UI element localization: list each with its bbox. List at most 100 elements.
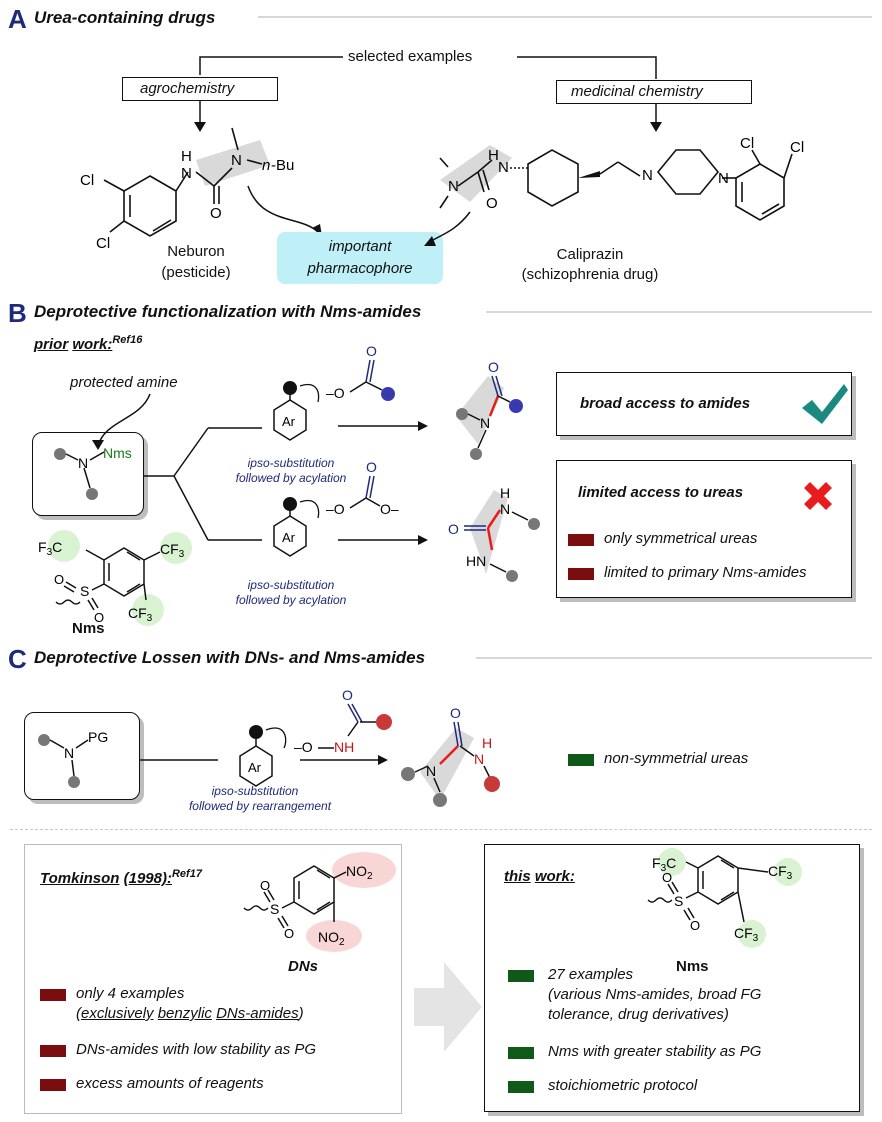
svg-text:–O: –O [326,385,345,401]
neuron-n2-label: N [231,152,242,169]
svg-text:O: O [662,870,672,885]
prior-work-label: prior work:Ref16 [34,334,143,353]
neuron-n-italic: n [262,157,270,174]
ipso1-line2: followed by acylation [235,471,347,485]
svg-text:NH: NH [334,739,354,755]
section-c-rule [476,657,872,659]
svg-text:NO2: NO2 [346,863,373,882]
tomk-bullet-2: DNs-amides with low stability as PG [76,1041,317,1058]
svg-text:O: O [486,195,498,212]
limited-bullet-2: limited to primary Nms-amides [604,564,807,581]
svg-text:O: O [366,459,377,475]
caliprazin-name: Caliprazin [556,246,624,263]
arrow-right-icon [414,962,482,1052]
this-bullet-2: Nms with greater stability as PG [548,1043,762,1060]
svg-text:O–: O– [380,501,399,517]
svg-text:O: O [342,687,353,703]
this-work-box [484,844,860,1112]
svg-text:HN: HN [466,553,486,569]
section-a-letter: A [8,4,27,34]
tomk-bullet-3: excess amounts of reagents [76,1075,264,1092]
svg-text:–O: –O [294,739,313,755]
svg-text:O: O [260,878,270,893]
neuron-bu-label: -Bu [271,157,294,174]
protected-amine-label: protected amine [70,374,178,391]
ipso2-line2: followed by acylation [235,593,347,607]
svg-text:O: O [366,343,377,359]
agrochemistry-label: agrochemistry [140,80,235,97]
section-b-letter: B [8,298,27,328]
svg-text:CF3: CF3 [160,541,185,560]
this-bullet-3: stoichiometric protocol [548,1077,698,1094]
svg-text:S: S [80,583,89,599]
svg-text:O: O [284,926,294,941]
dns-structure: NO2 NO2 S O O [243,852,396,952]
ipso2-line1: ipso-substitution [247,578,335,592]
bullet-icon [568,534,594,546]
pharmacophore-line2: pharmacophore [307,260,413,277]
section-b-rule [486,311,872,313]
svg-text:Ar: Ar [282,530,296,545]
svg-text:O: O [448,521,459,537]
divider-dashed [10,829,872,830]
svg-text:N: N [426,763,436,779]
limited-access-label: limited access to ureas [578,484,744,501]
svg-text:CF3: CF3 [128,605,153,624]
svg-text:N: N [448,178,459,195]
this-work-label: this work: [504,868,575,885]
svg-text:O: O [94,610,104,625]
svg-text:N: N [642,167,653,184]
bullet-icon [508,1081,534,1093]
pg-amine-box [24,712,140,800]
neuron-cl1-label: Cl [80,172,94,189]
svg-text:F3C: F3C [38,539,62,558]
nms-label-b: Nms [72,620,105,637]
this-bullet-1: 27 examples [548,966,634,983]
svg-text:Ar: Ar [282,414,296,429]
svg-text:–O: –O [326,501,345,517]
bullet-icon [508,970,534,982]
svg-text:CF3: CF3 [768,863,793,882]
section-c-title: Deprotective Lossen with DNs- and Nms-am… [34,648,426,667]
bullet-icon [40,1079,66,1091]
selected-examples-label: selected examples [348,48,473,65]
svg-text:N: N [64,745,74,761]
nms-structure-c: F3C CF3 CF3 S O O [647,848,802,948]
svg-text:S: S [270,901,279,917]
section-b-title: Deprotective functionalization with Nms-… [34,302,422,321]
nonsymmetrical-label: non-symmetrial ureas [604,750,749,767]
medicinal-chemistry-label: medicinal chemistry [571,83,703,100]
limited-access-box [556,460,852,598]
svg-text:H: H [482,735,492,751]
svg-text:N: N [474,751,484,767]
bullet-icon [40,989,66,1001]
svg-text:N: N [498,159,509,176]
bullet-icon [40,1045,66,1057]
ipso-c-line2: followed by rearrangement [188,799,332,813]
neuron-h-label: H [181,148,192,165]
svg-text:PG: PG [88,729,108,745]
section-a-diagram: H N N O n -Bu Cl Cl H N N O N N N Cl Cl [80,56,804,284]
medicinal-chemistry-box [556,80,752,104]
svg-text:Ar: Ar [248,760,262,775]
svg-text:CF3: CF3 [734,925,759,944]
svg-text:O: O [54,572,64,587]
section-b-diagram: N Nms Ar –O O N O Ar –O O O– O [38,343,540,626]
svg-text:O: O [488,359,499,375]
svg-text:Nms: Nms [103,445,132,461]
svg-text:O: O [690,918,700,933]
svg-text:Cl: Cl [740,135,754,152]
svg-text:N: N [718,170,729,187]
neuron-o-label: O [210,205,222,222]
broad-access-box [556,372,852,436]
ipso1-line1: ipso-substitution [247,456,335,470]
neuron-n1-label: N [181,165,192,182]
svg-text:NO2: NO2 [318,929,345,948]
svg-text:N: N [480,415,490,431]
section-c-diagram: N PG Ar –O NH O N O N H [38,687,500,807]
svg-text:H: H [500,485,510,501]
broad-access-label: broad access to amides [580,395,751,412]
this-bullet-1c: tolerance, drug derivatives) [548,1006,729,1023]
svg-text:O: O [450,705,461,721]
svg-text:F3C: F3C [652,855,676,874]
